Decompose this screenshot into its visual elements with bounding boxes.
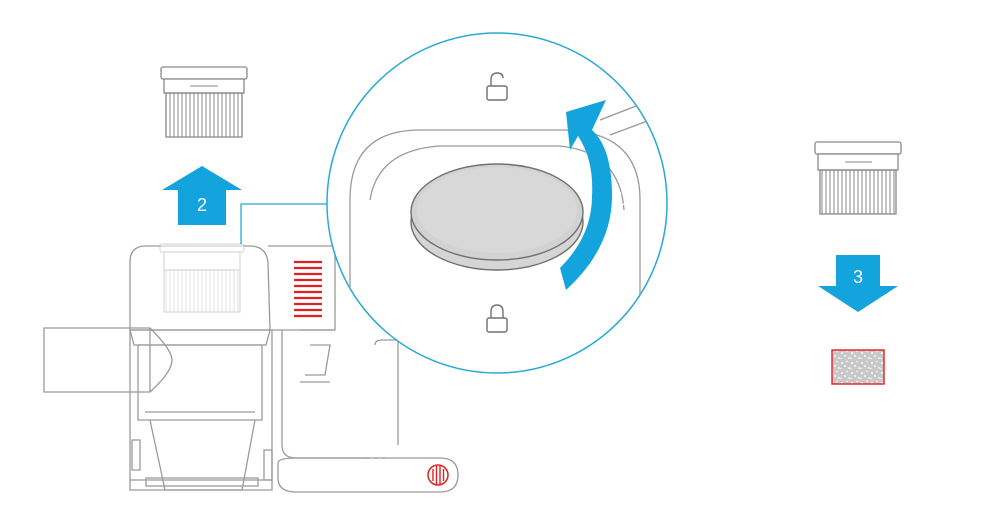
unlock-icon <box>486 72 508 101</box>
lock-icon <box>486 304 508 333</box>
installed-filter <box>159 243 245 313</box>
rotate-arrow <box>560 100 612 290</box>
zoom-connector <box>240 203 330 244</box>
vacuum-body <box>43 245 459 493</box>
filter-cap <box>410 163 584 271</box>
step-3-label: 3 <box>853 267 863 287</box>
filter-lifted <box>160 66 248 138</box>
battery-vent <box>427 464 449 486</box>
down-arrow <box>818 255 898 312</box>
step-2-label: 2 <box>197 195 207 215</box>
up-arrow <box>162 166 242 225</box>
filter-standalone <box>814 141 902 215</box>
step-1-label: 1 <box>615 189 625 209</box>
vent-grille <box>294 260 322 318</box>
zoom-detail: 1 <box>326 32 668 374</box>
dust-debris <box>831 349 885 385</box>
